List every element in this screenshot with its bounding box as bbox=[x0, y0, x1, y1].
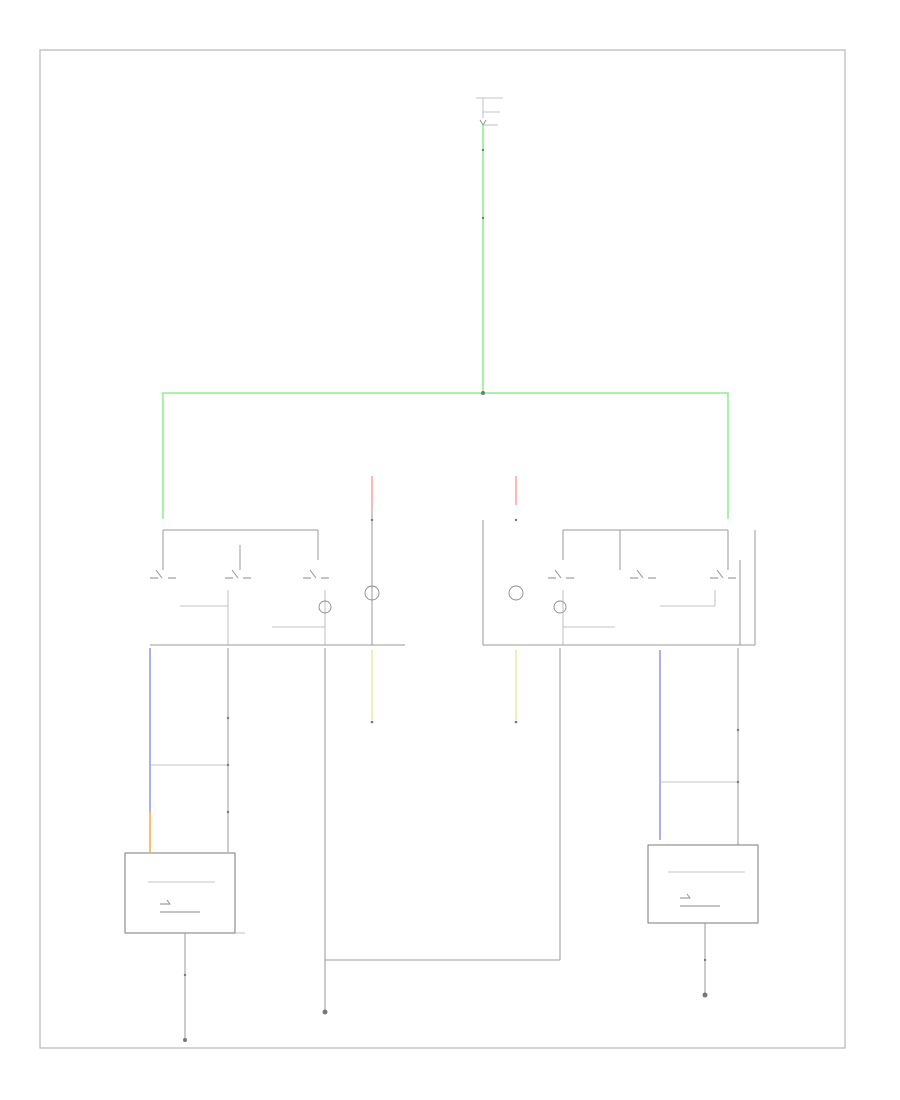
power-wire-bus bbox=[162, 392, 729, 519]
connector-pin bbox=[226, 763, 230, 767]
connector-pin bbox=[370, 720, 374, 724]
connector-pin bbox=[736, 728, 740, 732]
switch-contact bbox=[150, 569, 176, 579]
connector-pin bbox=[514, 518, 518, 522]
fuse-source bbox=[476, 97, 503, 126]
connector-pin bbox=[481, 216, 485, 220]
right-seat-heater-switch bbox=[482, 520, 756, 646]
connector-pin bbox=[370, 518, 374, 522]
switch-contact bbox=[303, 569, 329, 579]
connector-pin bbox=[736, 780, 740, 784]
ground-icon bbox=[322, 1009, 328, 1015]
indicator-lamp-icon bbox=[508, 585, 524, 601]
switch-contact bbox=[225, 569, 251, 579]
left-seat-heater-box bbox=[124, 852, 236, 934]
thermostat-icon bbox=[160, 899, 200, 913]
switch-contact bbox=[630, 569, 656, 579]
indicator-lamp-icon bbox=[553, 600, 567, 614]
indicator-lamp-icon bbox=[318, 600, 332, 614]
connector-pin bbox=[183, 973, 187, 977]
left-seat-heater-switch bbox=[150, 529, 405, 646]
connector-pin bbox=[514, 720, 518, 724]
diagram-frame bbox=[39, 49, 846, 1049]
connector-pin bbox=[226, 810, 230, 814]
thermostat-icon bbox=[680, 893, 720, 907]
ground-icon bbox=[702, 992, 708, 998]
ground-icon bbox=[183, 1038, 187, 1042]
power-junction bbox=[481, 391, 485, 395]
switch-contact bbox=[548, 569, 574, 579]
connector-pin bbox=[481, 148, 485, 152]
switch-contact bbox=[710, 569, 736, 579]
connector-pin bbox=[703, 958, 707, 962]
connector-pin bbox=[226, 716, 230, 720]
right-seat-heater-box bbox=[647, 844, 759, 924]
